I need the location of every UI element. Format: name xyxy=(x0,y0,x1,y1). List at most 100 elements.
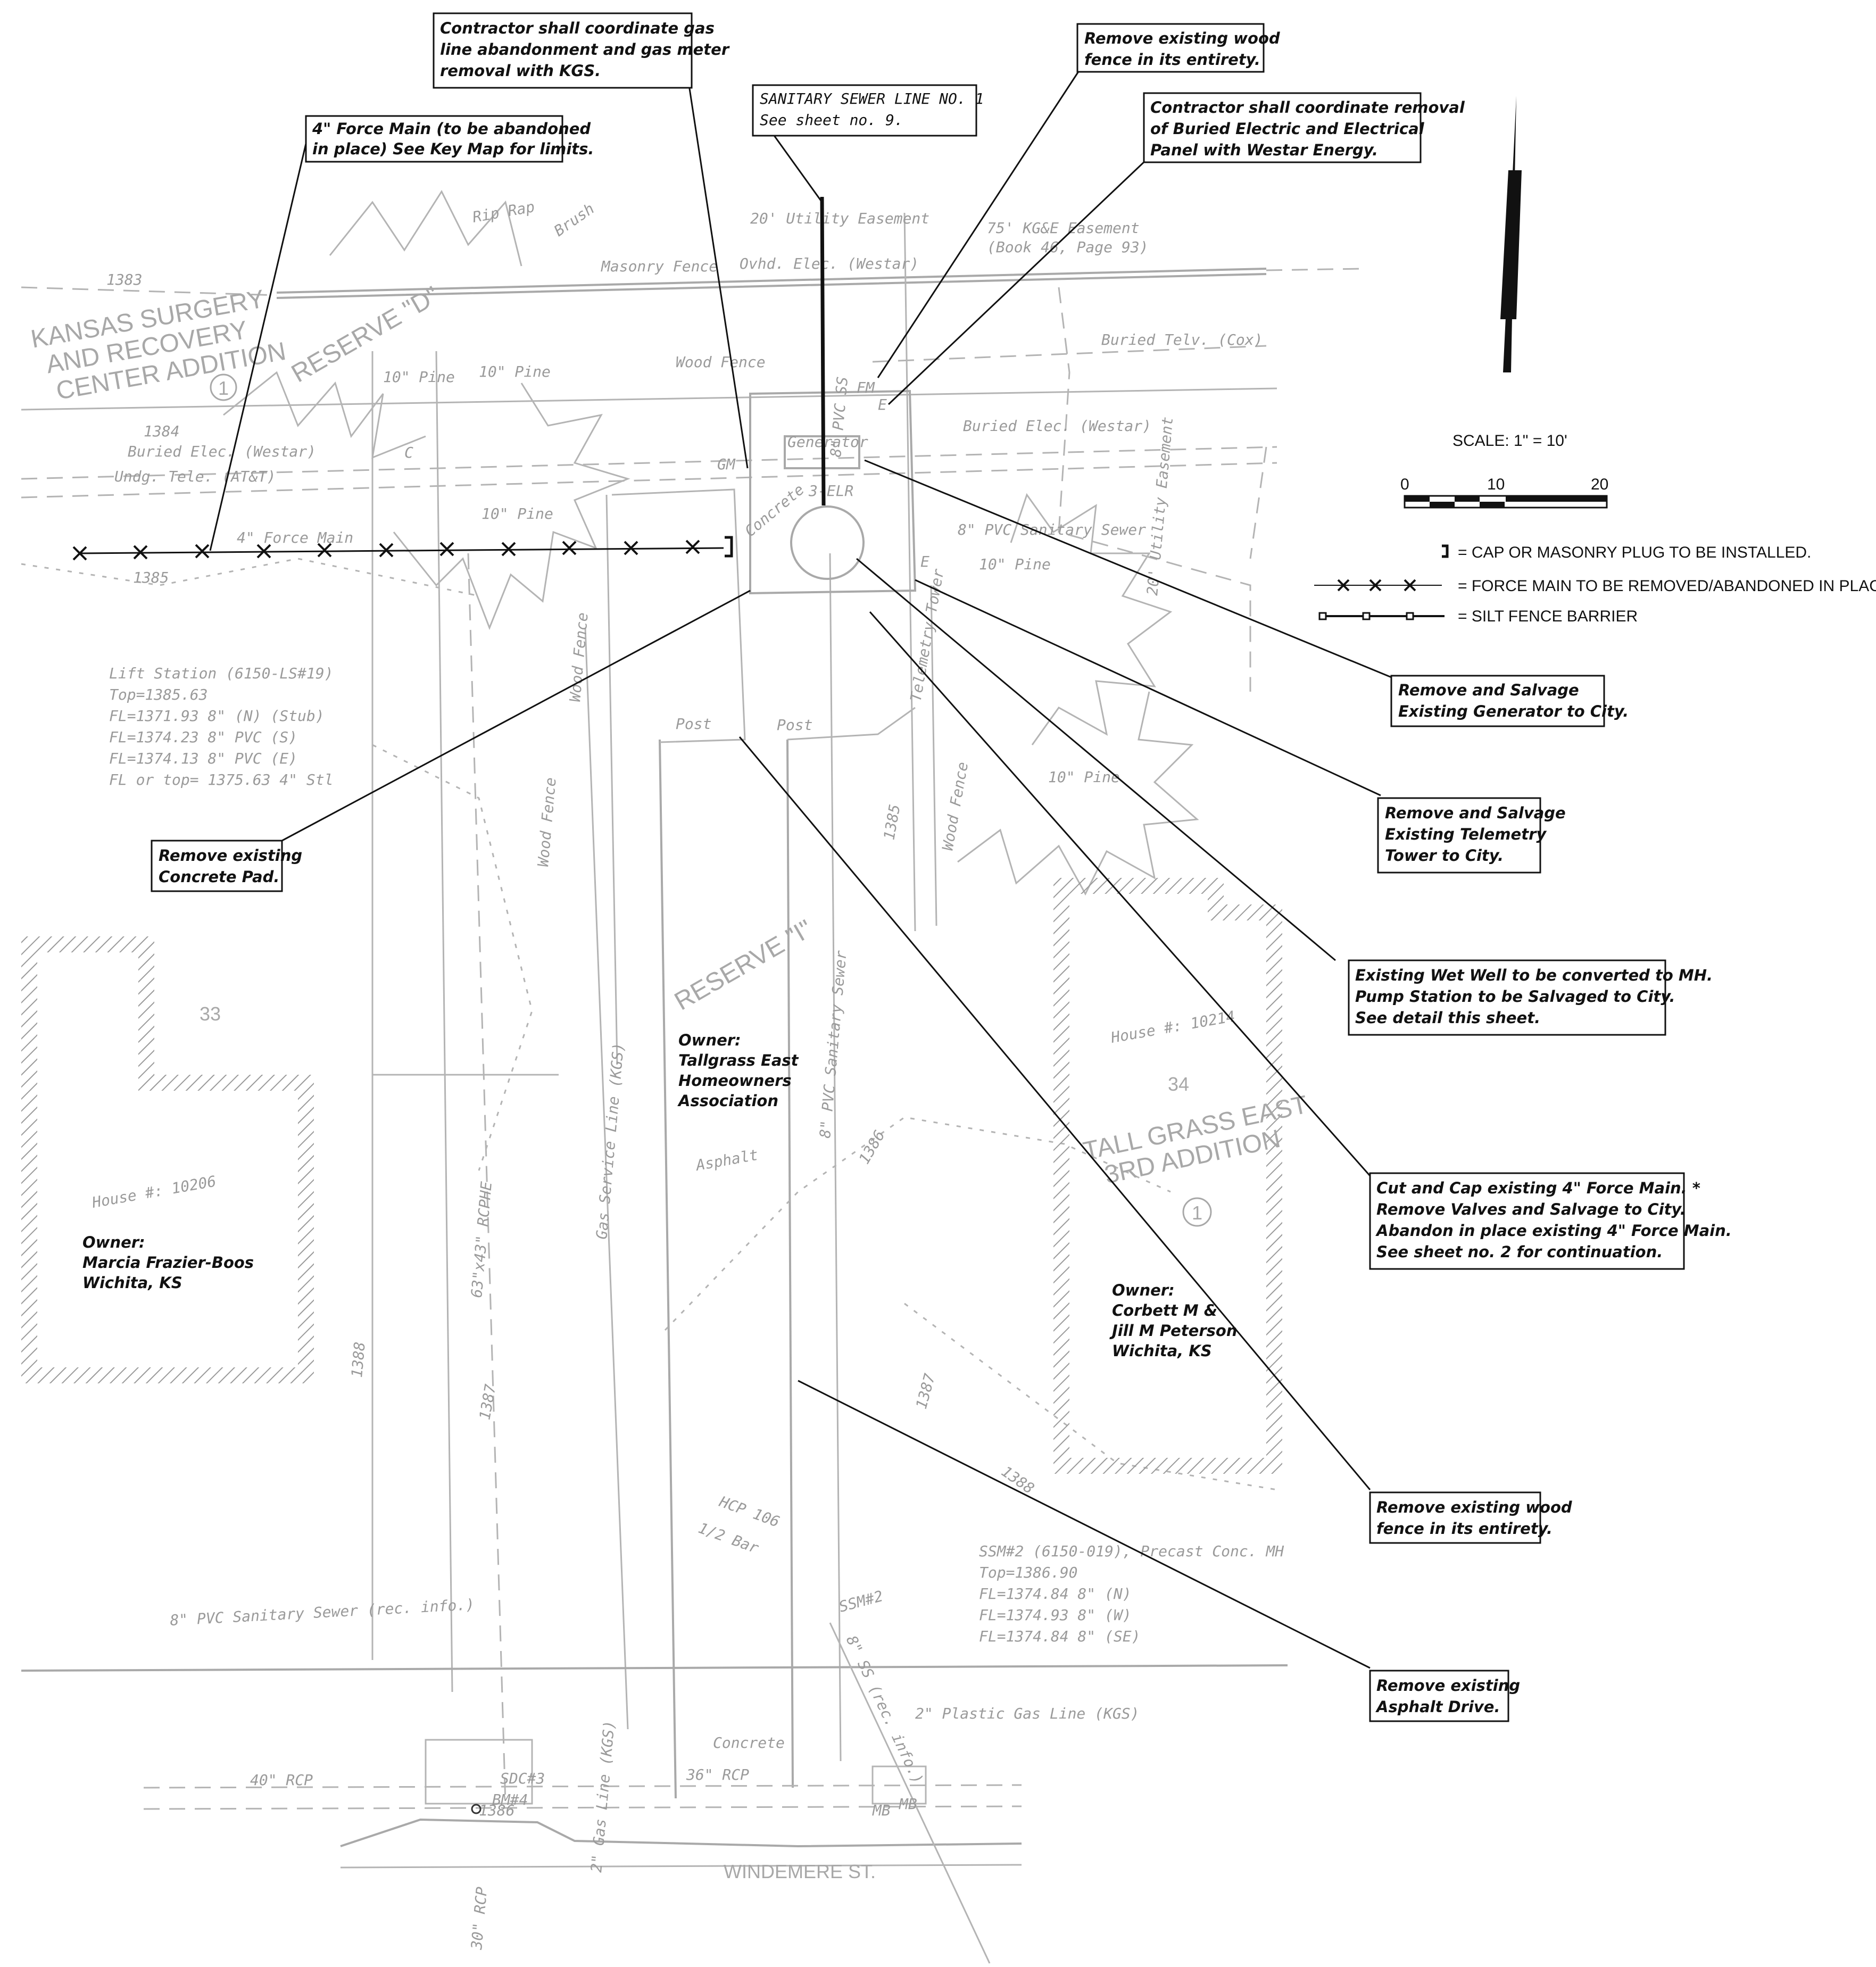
svg-text:Existing Wet Well to be conver: Existing Wet Well to be converted to MH.… xyxy=(1355,966,1713,1027)
cap-plug-icon xyxy=(1442,544,1449,558)
svg-text:SSM#2 (6150-019), Precast Conc: SSM#2 (6150-019), Precast Conc. MHTop=13… xyxy=(979,1542,1284,1645)
svg-text:33: 33 xyxy=(200,1003,221,1025)
legend: = CAP OR MASONRY PLUG TO BE INSTALLED. =… xyxy=(1314,544,1876,625)
svg-text:E: E xyxy=(878,396,887,413)
svg-text:1386: 1386 xyxy=(479,1802,514,1819)
svg-text:1387: 1387 xyxy=(476,1383,499,1421)
svg-text:75' KG&E Easement(Book 46, Pag: 75' KG&E Easement(Book 46, Page 93) xyxy=(987,219,1148,256)
svg-text:10: 10 xyxy=(1487,476,1505,493)
svg-text:Lift Station (6150-LS#19)Top=1: Lift Station (6150-LS#19)Top=1385.63FL=1… xyxy=(109,665,333,789)
svg-text:20: 20 xyxy=(1591,476,1608,493)
wet-well xyxy=(790,505,865,580)
svg-text:Wood Fence: Wood Fence xyxy=(676,353,766,371)
svg-text:1388: 1388 xyxy=(998,1463,1037,1498)
svg-text:1388: 1388 xyxy=(348,1341,369,1379)
svg-text:1: 1 xyxy=(218,377,229,399)
concrete-pad xyxy=(749,389,917,595)
callout-cut-cap: Cut and Cap existing 4" Force Main. *Rem… xyxy=(1369,1172,1732,1270)
svg-text:8" PVC Sanitary Sewer: 8" PVC Sanitary Sewer xyxy=(816,950,850,1139)
svg-text:SSM#2: SSM#2 xyxy=(837,1587,885,1616)
svg-text:BM#4: BM#4 xyxy=(492,1791,528,1808)
svg-text:3-ELR: 3-ELR xyxy=(808,482,853,500)
svg-text:Asphalt: Asphalt xyxy=(694,1146,760,1174)
svg-text:Buried Elec. (Westar): Buried Elec. (Westar) xyxy=(128,443,316,460)
svg-text:34: 34 xyxy=(1168,1073,1189,1095)
svg-text:KANSAS SURGERYAND RECOVERYCENT: KANSAS SURGERYAND RECOVERYCENTER ADDITIO… xyxy=(29,283,288,408)
svg-text:House #: 10206: House #: 10206 xyxy=(90,1172,218,1211)
svg-text:SDC#3: SDC#3 xyxy=(500,1770,545,1787)
svg-text:Buried Telv. (Cox): Buried Telv. (Cox) xyxy=(1101,331,1263,348)
svg-text:= CAP OR MASONRY PLUG TO BE I: = CAP OR MASONRY PLUG TO BE INSTALLED. xyxy=(1458,544,1811,561)
svg-text:8" SS (rec. info.): 8" SS (rec. info.) xyxy=(843,1633,927,1787)
svg-text:1384: 1384 xyxy=(144,422,179,440)
svg-text:20' Utility Easement: 20' Utility Easement xyxy=(1143,416,1176,596)
svg-text:SCALE: 1" = 10': SCALE: 1" = 10' xyxy=(1452,432,1567,450)
callout-leaders xyxy=(209,69,1394,1669)
svg-text:Concrete: Concrete xyxy=(713,1734,785,1752)
building-33 xyxy=(21,936,314,1383)
svg-text:36" RCP: 36" RCP xyxy=(686,1766,749,1783)
svg-text:Brush: Brush xyxy=(551,200,597,239)
svg-text:Ovhd. Elec. (Westar): Ovhd. Elec. (Westar) xyxy=(740,255,919,272)
svg-text:= SILT FENCE BARRIER: = SILT FENCE BARRIER xyxy=(1458,608,1638,625)
svg-text:10" Pine: 10" Pine xyxy=(482,505,553,522)
svg-text:Undg. Tele. (AT&T): Undg. Tele. (AT&T) xyxy=(114,468,276,485)
svg-text:Owner:Corbett M &Jill M Peters: Owner:Corbett M &Jill M PetersonWichita,… xyxy=(1109,1281,1237,1360)
svg-text:Masonry Fence: Masonry Fence xyxy=(601,258,718,275)
svg-text:1386: 1386 xyxy=(855,1127,888,1167)
svg-text:MB: MB xyxy=(872,1802,891,1819)
svg-text:8" PVC Sanitary Sewer: 8" PVC Sanitary Sewer xyxy=(958,521,1146,538)
svg-text:1385: 1385 xyxy=(880,803,903,841)
gray-labels: KANSAS SURGERYAND RECOVERYCENTER ADDITIO… xyxy=(29,198,1310,1951)
svg-text:MB: MB xyxy=(899,1795,917,1813)
svg-text:RESERVE "I": RESERVE "I" xyxy=(670,915,817,1016)
svg-text:10" Pine: 10" Pine xyxy=(1048,768,1120,786)
svg-text:2" Plastic Gas Line (KGS): 2" Plastic Gas Line (KGS) xyxy=(915,1705,1139,1722)
force-main-removal-line xyxy=(72,536,733,561)
svg-text:Wood Fence: Wood Fence xyxy=(939,760,972,852)
svg-text:Gas Service Line (KGS): Gas Service Line (KGS) xyxy=(593,1042,627,1240)
silt-fence-symbol-icon xyxy=(1318,612,1445,620)
svg-text:2" Gas Line (KGS): 2" Gas Line (KGS) xyxy=(587,1720,618,1873)
force-main-symbol-icon xyxy=(1314,579,1442,592)
svg-text:10" Pine: 10" Pine xyxy=(979,555,1051,573)
svg-text:4" Force Main: 4" Force Main xyxy=(237,529,353,546)
svg-text:Post: Post xyxy=(676,715,711,733)
svg-text:1385: 1385 xyxy=(133,569,169,586)
sanitary-line-1 xyxy=(820,196,826,506)
callout-wet-well: Existing Wet Well to be converted to MH.… xyxy=(1348,959,1713,1036)
svg-text:20' Utility Easement: 20' Utility Easement xyxy=(750,210,929,227)
svg-text:House #: 10214: House #: 10214 xyxy=(1109,1007,1236,1047)
masonry-fence-line xyxy=(276,268,1267,299)
svg-text:10" Pine: 10" Pine xyxy=(383,368,455,386)
svg-text:63"x43" RCPHE: 63"x43" RCPHE xyxy=(468,1181,495,1298)
svg-text:Post: Post xyxy=(777,716,812,734)
svg-text:FM: FM xyxy=(857,379,875,396)
scale-bar: SCALE: 1" = 10' 0 10 20 xyxy=(1400,432,1608,509)
north-arrow-icon xyxy=(1500,96,1522,372)
svg-text:1383: 1383 xyxy=(106,271,142,288)
svg-text:WINDEMERE ST.: WINDEMERE ST. xyxy=(724,1861,876,1882)
